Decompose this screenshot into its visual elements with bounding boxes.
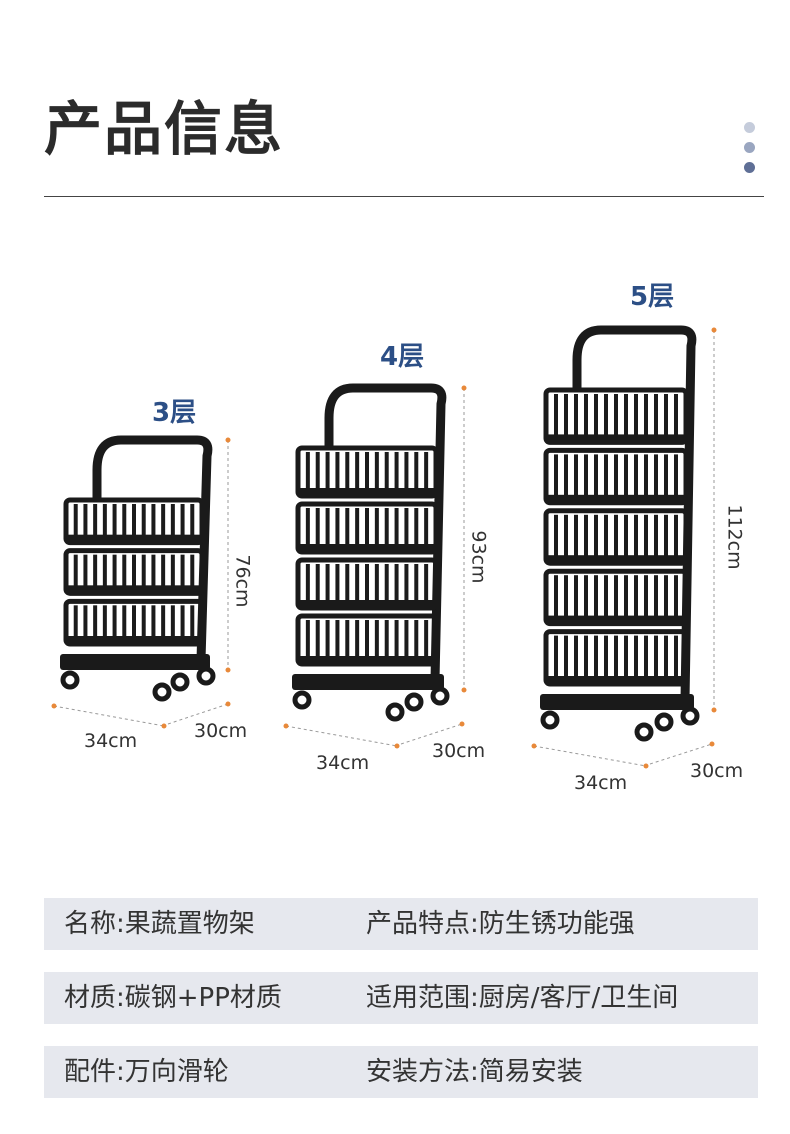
rack-handle <box>92 435 213 661</box>
basket-bottom <box>546 676 686 684</box>
dim-marker <box>461 687 467 693</box>
dim-marker <box>225 437 231 443</box>
width-label-4: 34cm <box>316 752 370 774</box>
dim-marker <box>225 701 231 707</box>
rack-handle <box>324 383 447 681</box>
basket-bottom <box>66 636 202 644</box>
dim-marker <box>531 743 537 749</box>
wheel-icon <box>196 666 216 686</box>
wheel-icon <box>430 686 450 706</box>
dot-1 <box>744 122 755 133</box>
product-gallery: 3层 4层 5层 76cm 93cm 112cm 34cm 30cm 34cm … <box>0 260 790 820</box>
basket-frame <box>543 568 689 627</box>
basket-bottom <box>546 494 686 503</box>
dim-marker <box>283 723 289 729</box>
spec-material: 材质:碳钢+PP材质 <box>64 983 282 1013</box>
depth-label-3: 30cm <box>194 720 248 742</box>
racks-illustration <box>51 325 717 769</box>
header-divider <box>44 196 764 197</box>
rack-handle <box>572 325 697 701</box>
dim-marker <box>51 703 57 709</box>
basket-bottom <box>298 544 436 552</box>
tier-label-4: 4层 <box>380 342 425 372</box>
basket-bottom <box>66 585 202 594</box>
dim-marker <box>461 385 467 391</box>
basket-bottom <box>546 434 686 443</box>
wheel-icon <box>540 710 560 730</box>
dim-marker <box>711 327 717 333</box>
depth-label-4: 30cm <box>432 740 486 762</box>
wheel-icon <box>152 682 172 702</box>
wheel-icon <box>634 722 654 742</box>
page-title: 产品信息 <box>44 95 285 163</box>
basket-bottom <box>546 555 686 564</box>
width-label-3: 34cm <box>84 730 138 752</box>
spec-feature: 产品特点:防生锈功能强 <box>366 909 635 939</box>
wheel-icon <box>404 692 424 712</box>
wheel-icon <box>292 690 312 710</box>
wheel-icon <box>654 712 674 732</box>
height-label-4: 93cm <box>467 530 490 584</box>
dim-marker <box>161 723 167 729</box>
basket-bottom <box>546 615 686 624</box>
tier-label-3: 3层 <box>152 398 197 428</box>
dots-icon <box>744 122 756 182</box>
basket-bottom <box>298 600 436 608</box>
depth-dim-line <box>167 703 229 725</box>
spec-install: 安装方法:简易安装 <box>366 1057 583 1087</box>
width-label-5: 34cm <box>574 772 628 794</box>
width-dim-line <box>533 745 647 767</box>
height-label-5: 112cm <box>723 504 746 570</box>
spec-row-3: 配件:万向滑轮 安装方法:简易安装 <box>44 1046 758 1098</box>
dim-marker <box>709 741 715 747</box>
wheel-icon <box>385 702 405 722</box>
dot-2 <box>744 142 755 153</box>
rack-base <box>540 694 694 710</box>
rack-base <box>292 674 444 690</box>
tier-label-5: 5层 <box>630 282 675 312</box>
wheel-icon <box>170 672 190 692</box>
depth-dim-line <box>400 723 463 745</box>
spec-row-1: 名称:果蔬置物架 产品特点:防生锈功能强 <box>44 898 758 950</box>
dot-3 <box>744 162 755 173</box>
basket-bottom <box>298 488 436 496</box>
wheel-icon <box>680 706 700 726</box>
width-dim-line <box>285 725 398 747</box>
depth-dim-line <box>649 743 713 765</box>
dim-marker <box>459 721 465 727</box>
dim-marker <box>394 743 400 749</box>
rack-base <box>60 654 210 670</box>
width-dim-line <box>53 705 165 727</box>
depth-label-5: 30cm <box>690 760 744 782</box>
spec-accessory: 配件:万向滑轮 <box>64 1057 229 1087</box>
basket-frame <box>63 497 205 546</box>
dim-marker <box>643 763 649 769</box>
height-label-3: 76cm <box>231 554 254 608</box>
spec-name: 名称:果蔬置物架 <box>64 909 255 939</box>
spec-row-2: 材质:碳钢+PP材质 适用范围:厨房/客厅/卫生间 <box>44 972 758 1024</box>
basket-bottom <box>66 534 202 543</box>
dim-marker <box>711 707 717 713</box>
dim-marker <box>225 667 231 673</box>
basket-bottom <box>298 656 436 664</box>
spec-usage: 适用范围:厨房/客厅/卫生间 <box>366 983 679 1013</box>
wheel-icon <box>60 670 80 690</box>
